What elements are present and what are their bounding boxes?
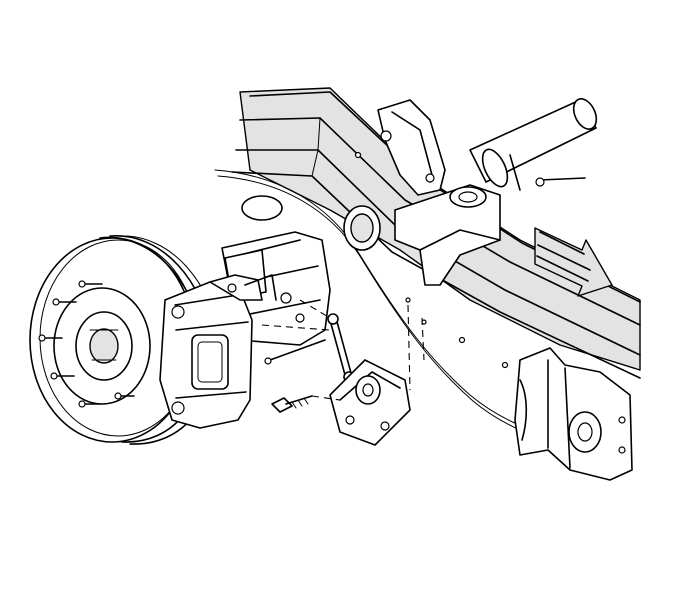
tube-end: [343, 205, 381, 251]
wheel-studs: [38, 280, 135, 408]
brake-caliper: [159, 274, 277, 429]
lower-spring-hanger: [514, 347, 633, 481]
upper-spring-hanger: [377, 99, 446, 196]
assembly-guide-lines: [261, 297, 427, 401]
wheel-hub: [53, 287, 151, 405]
height-sensor-bracket: [329, 359, 411, 446]
height-sensor-link: [264, 313, 355, 383]
direction-arrow: [534, 227, 613, 297]
brake-line: [214, 169, 564, 447]
spring-shackle: [394, 184, 501, 286]
axle-tube: [469, 98, 598, 191]
bolt: [271, 395, 313, 413]
